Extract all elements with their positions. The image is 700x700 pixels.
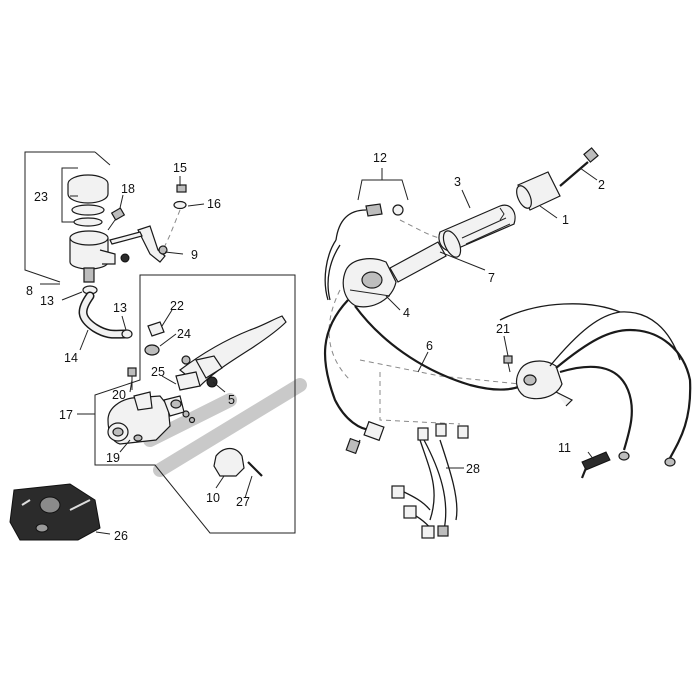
callout-26: 26 — [114, 529, 128, 543]
callout-9: 9 — [191, 248, 198, 262]
callout-4: 4 — [403, 306, 410, 320]
callout-2: 2 — [598, 178, 605, 192]
screw-20 — [127, 367, 137, 390]
screw-18 — [107, 207, 126, 231]
leader-lines — [40, 167, 598, 535]
bar-end-bolt — [559, 147, 599, 187]
callout-1: 1 — [562, 213, 569, 227]
master-cylinder-body — [107, 391, 185, 445]
callout-27: 27 — [236, 495, 250, 509]
lever-pivot — [175, 355, 218, 391]
callout-22: 22 — [170, 299, 184, 313]
callout-5: 5 — [228, 393, 235, 407]
throttle-cable-fitting — [335, 203, 404, 241]
washer-dots — [182, 410, 196, 424]
callout-13a: 13 — [40, 294, 54, 308]
callout-labels: 1 2 3 4 5 6 7 8 9 10 11 12 13 13 14 15 1… — [26, 151, 605, 543]
reservoir-hose — [78, 291, 133, 339]
cable-adjuster — [580, 451, 611, 479]
callout-19: 19 — [106, 451, 120, 465]
callout-25: 25 — [151, 365, 165, 379]
callout-23: 23 — [34, 190, 48, 204]
callout-11: 11 — [558, 441, 571, 455]
switch-connector — [345, 420, 385, 455]
callout-17: 17 — [59, 408, 73, 422]
throttle-tube — [389, 241, 447, 283]
callout-8: 8 — [26, 284, 33, 298]
callout-14: 14 — [64, 351, 78, 365]
screw-15 — [162, 184, 187, 251]
reservoir-bracket — [109, 225, 166, 263]
callout-21: 21 — [496, 322, 510, 336]
brake-lever — [179, 315, 287, 387]
nut-9-parts — [158, 245, 168, 255]
throttle-cables — [323, 239, 531, 432]
callout-16: 16 — [207, 197, 221, 211]
wiring-harness — [391, 423, 469, 539]
handlebar-clamp — [213, 447, 245, 477]
reservoir-cap-bracket — [61, 167, 78, 223]
screw-21 — [503, 355, 513, 373]
callout-6: 6 — [426, 339, 433, 353]
reservoir-nut — [120, 253, 130, 263]
callout-15: 15 — [173, 161, 187, 175]
reservoir-cap — [67, 174, 109, 227]
fitting-22 — [147, 321, 165, 337]
fitting-24 — [144, 344, 160, 356]
screw-27 — [247, 461, 263, 477]
callout-20: 20 — [112, 388, 126, 402]
switch-cables — [499, 303, 692, 467]
reservoir-group-bracket — [24, 151, 111, 283]
callout-28: 28 — [466, 462, 480, 476]
callout-24: 24 — [177, 327, 191, 341]
bar-end-weight — [516, 171, 561, 211]
throttle-grip — [438, 204, 516, 258]
master-cylinder-bracket — [94, 274, 296, 534]
callout-3: 3 — [454, 175, 461, 189]
callout-7: 7 — [488, 271, 495, 285]
assembly-guide-lines — [328, 219, 521, 425]
callout-13b: 13 — [113, 301, 127, 315]
callout-18: 18 — [121, 182, 135, 196]
switch-housing — [342, 258, 397, 308]
bracket-12 — [357, 179, 409, 201]
reservoir-body — [69, 230, 116, 283]
right-switch — [515, 360, 574, 407]
master-cylinder-cover — [9, 483, 101, 541]
callout-10: 10 — [206, 491, 220, 505]
callout-12: 12 — [373, 151, 387, 165]
